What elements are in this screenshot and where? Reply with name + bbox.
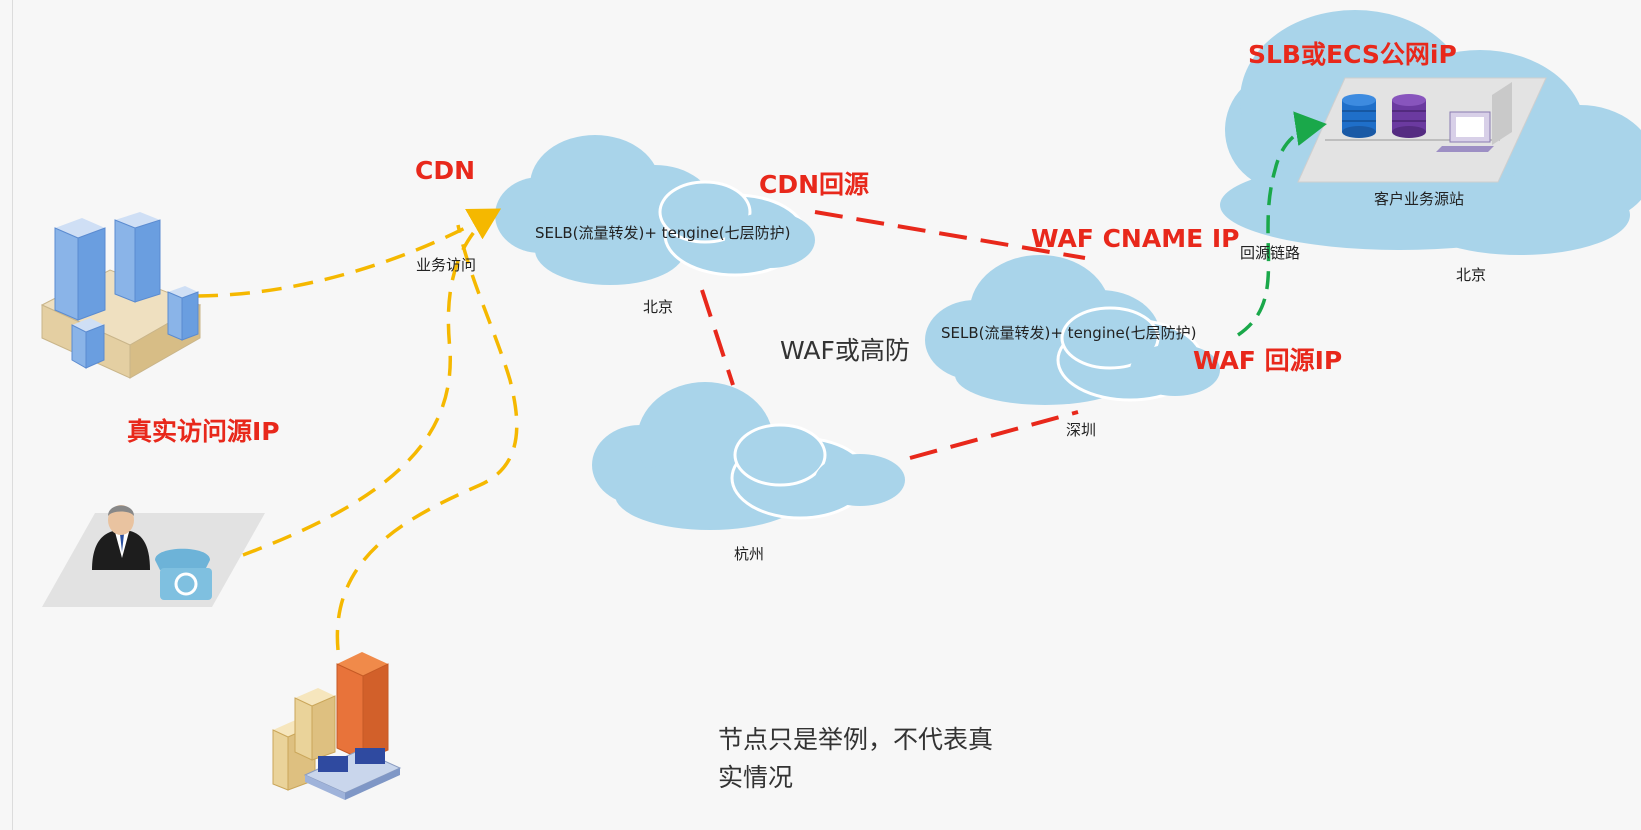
cdn-label: CDN [415,156,476,185]
cdn-backsource-label: CDN回源 [759,170,870,199]
backsource-links [700,210,1086,460]
hangzhou-city-label: 杭州 [734,545,765,563]
office-building-icon [272,652,402,800]
waf-node-city: 深圳 [1066,421,1097,439]
cdn-cloud-beijing [495,135,815,285]
person-with-phone-icon [42,505,265,607]
disclaimer-note: 节点只是举例，不代表真 实情况 [718,721,993,797]
waf-cname-ip-label: WAF CNAME IP [1031,224,1240,253]
waf-node-text: SELB(流量转发)+ tengine(七层防护) [941,324,1197,342]
cdn-node-city: 北京 [643,298,674,316]
waf-backsource-ip-label: WAF 回源IP [1193,346,1343,375]
database-server-icon [1342,94,1376,138]
origin-city-label: 北京 [1456,266,1487,284]
waf-or-ddos-label: WAF或高防 [780,336,910,365]
hangzhou-cloud [592,382,905,530]
source-ip-label: 真实访问源IP [127,417,280,446]
origin-backsource-arrow [1237,111,1327,337]
cdn-node-text: SELB(流量转发)+ tengine(七层防护) [535,224,791,242]
note-line-1: 节点只是举例，不代表真 [718,725,994,754]
enterprise-building-icon [40,212,202,379]
business-access-label: 业务访问 [416,256,477,274]
origin-server-platform [1297,77,1547,183]
left-border [12,0,13,830]
note-line-2: 实情况 [718,763,794,792]
waf-cloud-shenzhen [925,255,1220,405]
database-server-icon [1392,94,1426,138]
origin-public-ip-label: SLB或ECS公网iP [1248,40,1457,69]
backsource-link-label: 回源链路 [1240,244,1301,262]
computer-icon [1436,82,1512,152]
origin-site-label: 客户业务源站 [1374,190,1465,208]
access-lines [197,208,519,651]
